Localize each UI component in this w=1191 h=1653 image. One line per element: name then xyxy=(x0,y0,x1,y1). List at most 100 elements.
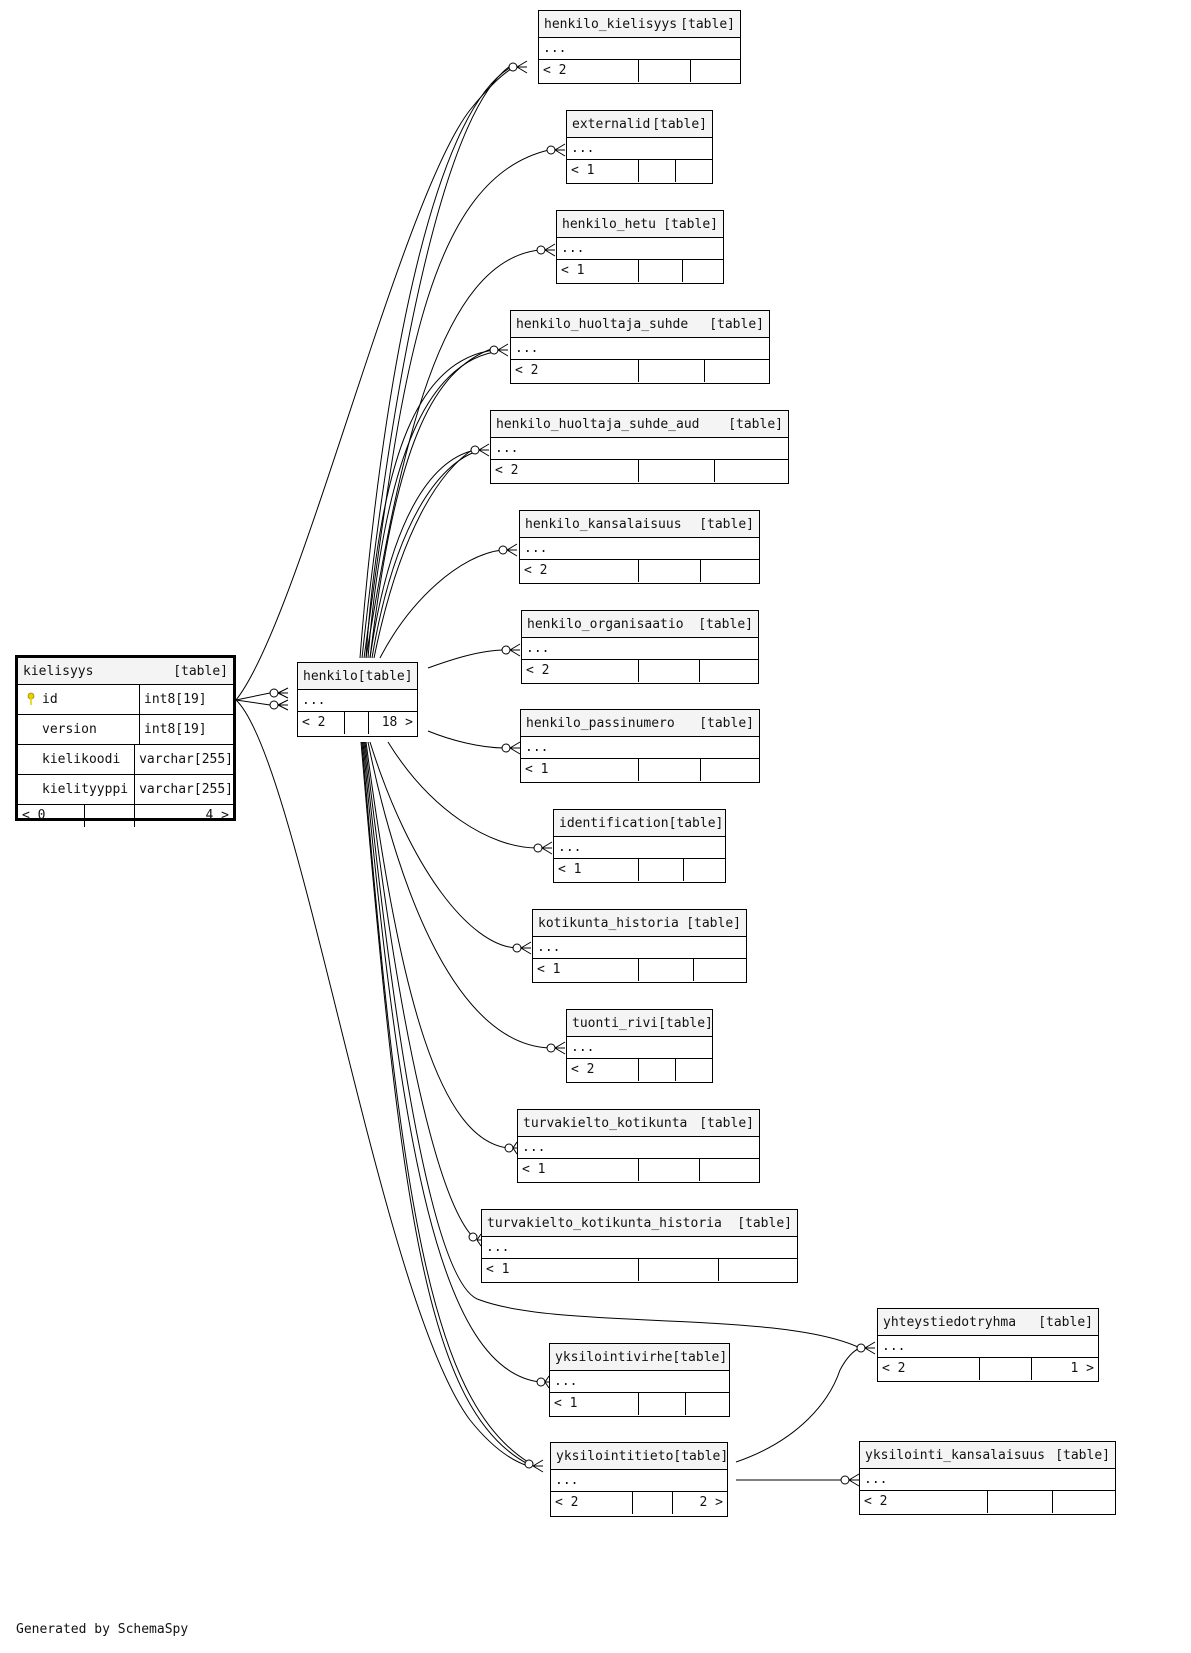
table-tag: [table] xyxy=(663,216,718,232)
key-icon xyxy=(27,692,35,705)
parents-count[interactable]: < 1 xyxy=(522,1162,546,1177)
children-count[interactable]: 2 > xyxy=(672,1492,727,1514)
columns-ellipsis: ... xyxy=(521,737,759,759)
parents-count[interactable]: < 2 xyxy=(524,563,548,578)
columns-ellipsis: ... xyxy=(520,538,759,560)
column-type: varchar[255] xyxy=(139,752,233,767)
table-kielisyys[interactable]: kielisyys [table] id int8[19] version in… xyxy=(15,655,236,827)
columns-ellipsis: ... xyxy=(518,1137,759,1159)
parents-count[interactable]: < 2 xyxy=(882,1361,906,1376)
children-count[interactable]: 1 > xyxy=(1031,1358,1098,1380)
columns-ellipsis: ... xyxy=(554,837,725,859)
parents-count[interactable]: < 1 xyxy=(537,962,561,977)
table-name: turvakielto_kotikunta_historia xyxy=(487,1215,722,1231)
table-name: identification xyxy=(559,815,669,831)
table-tag: [table] xyxy=(1038,1314,1093,1330)
table-tag: [table] xyxy=(699,715,754,731)
table-header: kielisyys [table] xyxy=(18,658,233,685)
table-tag: [table] xyxy=(709,316,764,332)
table-name: yksilointitieto xyxy=(556,1448,674,1464)
table-henkilo-organisaatio[interactable]: henkilo_organisaatio [table] ... < 2 xyxy=(521,610,759,684)
parents-count[interactable]: < 1 xyxy=(486,1262,510,1277)
table-tag: [table] xyxy=(173,663,228,679)
parents-count[interactable]: < 1 xyxy=(554,1396,578,1411)
table-tag: [table] xyxy=(728,416,783,432)
column-name: kielityyppi xyxy=(18,775,136,804)
column-row: kielikoodi varchar[255] xyxy=(18,745,233,775)
table-externalid[interactable]: externalid[table] ... < 1 xyxy=(566,110,713,184)
table-henkilo-passinumero[interactable]: henkilo_passinumero [table] ... < 1 xyxy=(520,709,760,783)
column-row: kielityyppi varchar[255] xyxy=(18,775,233,805)
table-yksilointi-kansalaisuus[interactable]: yksilointi_kansalaisuus[table] ... < 2 xyxy=(859,1441,1116,1515)
columns-ellipsis: ... xyxy=(860,1469,1115,1491)
columns-ellipsis: ... xyxy=(491,438,788,460)
table-tag: [table] xyxy=(737,1215,792,1231)
table-henkilo-kielisyys[interactable]: henkilo_kielisyys[table] ... < 2 xyxy=(538,10,741,84)
parents-count[interactable]: < 1 xyxy=(561,263,585,278)
table-name: turvakielto_kotikunta xyxy=(523,1115,688,1131)
table-name: externalid xyxy=(572,116,651,132)
parents-count[interactable]: < 2 xyxy=(302,715,326,730)
table-henkilo-huoltaja-suhde[interactable]: henkilo_huoltaja_suhde[table] ... < 2 xyxy=(510,310,770,384)
table-tag: [table] xyxy=(698,616,753,632)
column-name: id xyxy=(42,692,58,707)
table-name: henkilo_passinumero xyxy=(526,715,675,731)
table-tuonti-rivi[interactable]: tuonti_rivi[table] ... < 2 xyxy=(566,1009,713,1083)
parents-count[interactable]: < 2 xyxy=(526,663,550,678)
table-henkilo-huoltaja-suhde-aud[interactable]: henkilo_huoltaja_suhde_aud [table] ... < … xyxy=(490,410,789,484)
table-name: henkilo_huoltaja_suhde_aud xyxy=(496,416,700,432)
parents-count[interactable]: < 1 xyxy=(525,762,549,777)
column-name: version xyxy=(18,715,140,744)
table-name: henkilo_kielisyys xyxy=(544,16,678,32)
columns-ellipsis: ... xyxy=(567,1037,712,1059)
table-tag: [table] xyxy=(652,116,707,132)
columns-ellipsis: ... xyxy=(482,1237,797,1259)
table-footer: < 0 4 > xyxy=(18,805,233,827)
table-turvakielto-kotikunta[interactable]: turvakielto_kotikunta[table] ... < 1 xyxy=(517,1109,760,1183)
edge-kielisyys-yksilointitieto xyxy=(235,699,529,1467)
table-henkilo[interactable]: henkilo [table] ... < 2 18 > xyxy=(297,662,418,737)
columns-ellipsis: ... xyxy=(557,238,723,260)
columns-ellipsis: ... xyxy=(298,690,417,712)
columns-ellipsis: ... xyxy=(550,1371,729,1393)
children-count[interactable]: 18 > xyxy=(368,712,417,734)
columns-ellipsis: ... xyxy=(539,38,740,60)
columns-ellipsis: ... xyxy=(533,937,746,959)
parents-count[interactable]: < 2 xyxy=(495,463,519,478)
children-count[interactable]: 4 > xyxy=(134,805,233,827)
table-turvakielto-kotikunta-historia[interactable]: turvakielto_kotikunta_historia [table] ..… xyxy=(481,1209,798,1283)
columns-ellipsis: ... xyxy=(522,638,758,660)
table-kotikunta-historia[interactable]: kotikunta_historia[table] ... < 1 xyxy=(532,909,747,983)
table-name: yksilointi_kansalaisuus xyxy=(865,1447,1046,1463)
table-identification[interactable]: identification[table] ... < 1 xyxy=(553,809,726,883)
table-henkilo-hetu[interactable]: henkilo_hetu[table] ... < 1 xyxy=(556,210,724,284)
parents-count[interactable]: < 2 xyxy=(543,63,567,78)
column-type: int8[19] xyxy=(144,692,207,707)
table-name: henkilo_huoltaja_suhde xyxy=(516,316,689,332)
table-name: yhteystiedotryhma xyxy=(883,1314,1017,1330)
parents-count[interactable]: < 2 xyxy=(515,363,539,378)
table-tag: [table] xyxy=(357,668,413,684)
parents-count[interactable]: < 2 xyxy=(555,1495,579,1510)
table-yksilointivirhe[interactable]: yksilointivirhe[table] ... < 1 xyxy=(549,1343,730,1417)
column-type: varchar[255] xyxy=(139,782,233,797)
table-header: henkilo [table] xyxy=(298,663,417,690)
table-tag: [table] xyxy=(673,1448,729,1464)
parents-count[interactable]: < 2 xyxy=(571,1062,595,1077)
table-henkilo-kansalaisuus[interactable]: henkilo_kansalaisuus[table] ... < 2 xyxy=(519,510,760,584)
parents-count[interactable]: < 1 xyxy=(571,163,595,178)
table-name: henkilo_organisaatio xyxy=(527,616,684,632)
table-name: yksilointivirhe xyxy=(555,1349,673,1365)
table-tag: [table] xyxy=(658,1015,713,1031)
generated-by-note: Generated by SchemaSpy xyxy=(16,1622,189,1637)
parents-count[interactable]: < 1 xyxy=(558,862,582,877)
parents-count[interactable]: < 2 xyxy=(864,1494,888,1509)
table-footer: < 2 18 > xyxy=(298,712,417,734)
column-row: id int8[19] xyxy=(18,685,233,715)
parents-count[interactable]: < 0 xyxy=(22,808,46,823)
table-name: tuonti_rivi xyxy=(572,1015,659,1031)
column-type: int8[19] xyxy=(144,722,207,737)
